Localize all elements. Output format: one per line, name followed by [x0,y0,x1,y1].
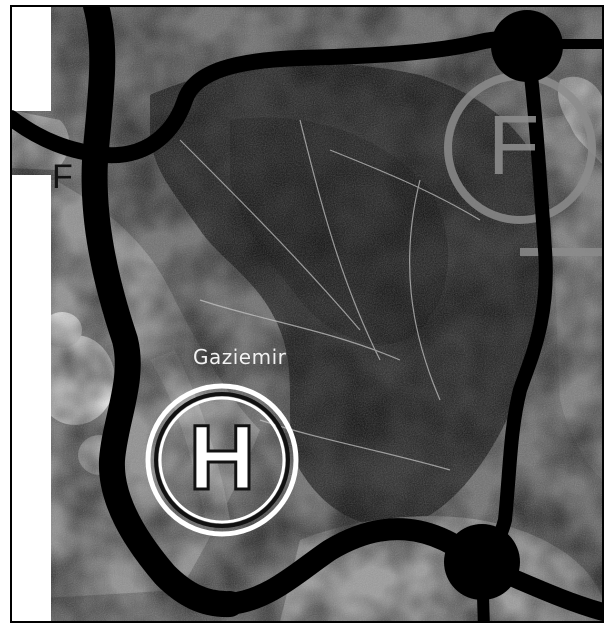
place-label: Gaziemir [193,345,287,369]
hospital-h-icon [145,383,299,537]
left-white-strip [11,6,51,111]
junction-dot-icon [444,524,520,600]
right-f-marker: F [488,98,540,192]
left-white-strip-lower [11,175,51,622]
main-route [11,6,603,622]
hospital-letter: H [187,407,256,510]
left-f-marker: F [52,158,73,196]
junction-dot-icon [491,10,563,82]
map-frame [10,5,604,623]
minor-roads [179,119,481,471]
